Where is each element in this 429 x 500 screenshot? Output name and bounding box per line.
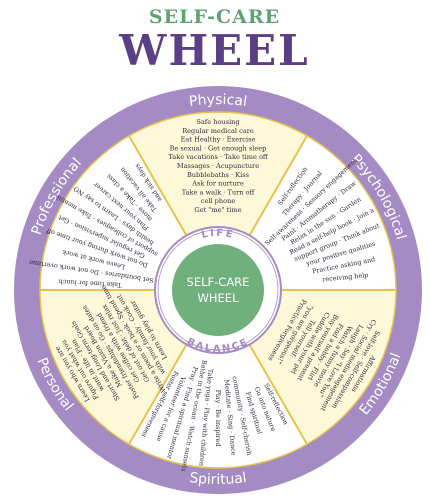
self-care-item: Play · Be inspired (214, 390, 222, 447)
segment-psychological (249, 135, 396, 290)
segment-divider (128, 135, 188, 236)
segment-label-physical: Physical (188, 92, 248, 110)
life-balance-ring-inner-line (157, 229, 279, 351)
self-care-item: Take vacations · Take time off (168, 153, 269, 161)
ring-label-life: LIFE (201, 228, 236, 241)
center-label-line2: WHEEL (198, 291, 240, 305)
segment-physical (129, 111, 307, 236)
title-self-care: SELF-CARE (148, 6, 281, 28)
segment-professional (40, 135, 187, 290)
self-care-item: Regular medical care (182, 127, 254, 135)
self-care-item: Get "me" time (194, 206, 241, 214)
segment-divider (248, 135, 308, 236)
self-care-item: Massages · Acupuncture (177, 162, 259, 170)
segment-personal (39, 290, 187, 445)
self-care-item: cell phone (201, 197, 236, 205)
segment-emotional (249, 290, 396, 445)
self-care-item: Ask for nurture (191, 180, 244, 188)
center-hub (172, 244, 264, 336)
title-wheel: WHEEL (119, 26, 310, 75)
segment-divider (248, 344, 308, 445)
self-care-item: Take a walk · Turn off (182, 188, 256, 196)
inner-rim-border (39, 111, 397, 469)
self-care-item: Take time for lunch (58, 278, 121, 289)
self-care-item: Bubblebaths · Kiss (187, 171, 250, 179)
segment-label-spiritual: Spiritual (188, 470, 247, 488)
segment-spiritual (129, 344, 307, 468)
self-care-item: Eat Healthy · Exercise (181, 136, 256, 144)
center-label-line1: SELF-CARE (187, 275, 250, 289)
segment-divider (128, 344, 188, 445)
self-care-item: Safe housing (196, 118, 240, 126)
self-care-item: Be sexual · Get enough sleep (170, 144, 267, 152)
